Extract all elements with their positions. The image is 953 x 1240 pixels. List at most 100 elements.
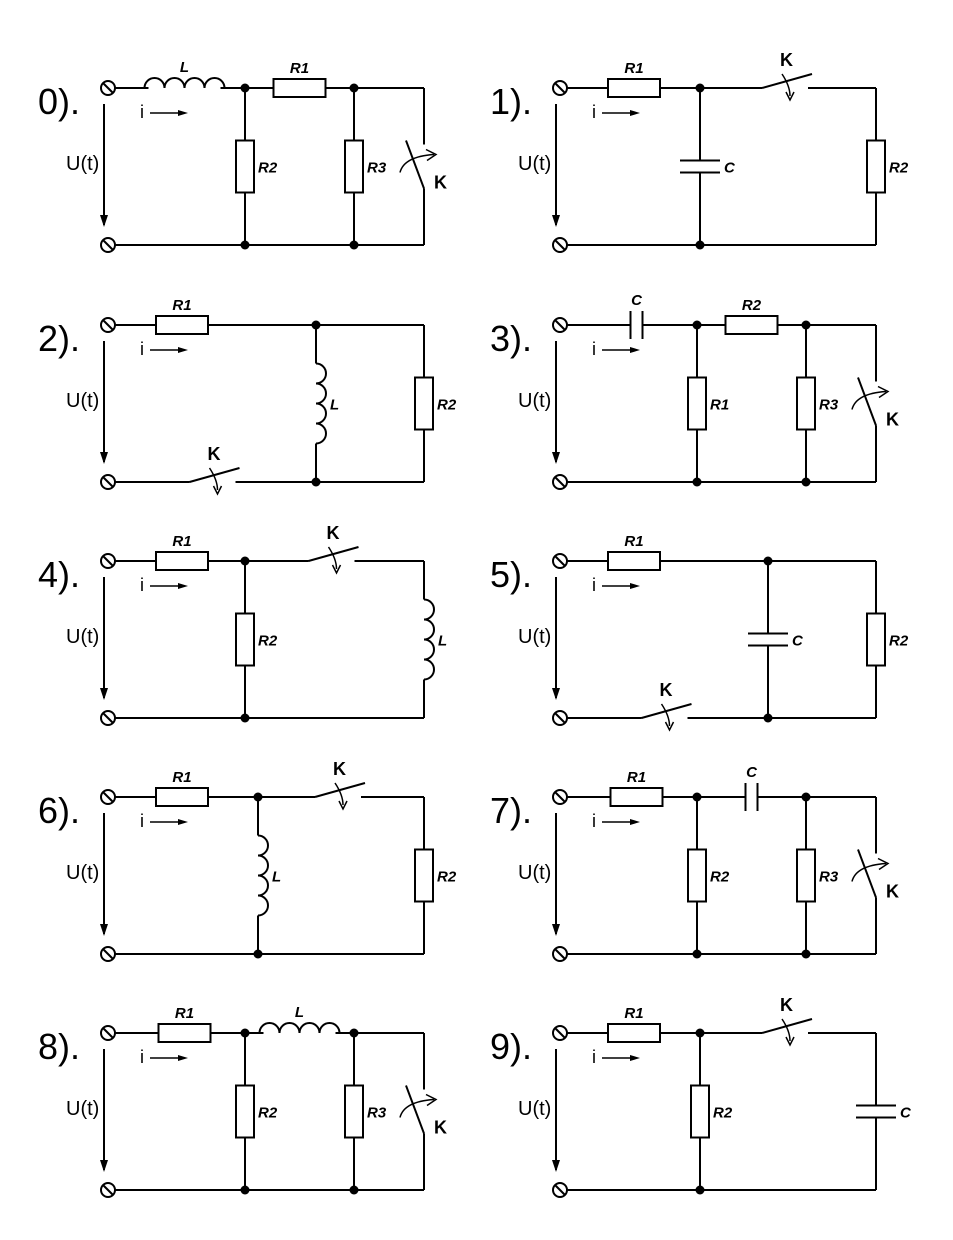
junction-node [349, 1028, 359, 1038]
resistor-label: R1 [175, 1005, 194, 1022]
resistor [687, 376, 707, 431]
terminal-slash [554, 239, 566, 251]
resistor [272, 78, 327, 98]
resistor-label: R2 [437, 869, 457, 886]
resistor [866, 139, 886, 194]
switch-arrowhead [212, 485, 223, 496]
current-arrowhead [178, 110, 188, 116]
switch-label: K [886, 410, 899, 430]
switch-arrowhead [425, 148, 438, 162]
current-label: i [140, 575, 144, 595]
terminal-slash [102, 82, 114, 94]
resistor [155, 551, 209, 571]
switch-label: K [333, 759, 346, 779]
voltage-arrowhead [100, 1160, 108, 1172]
voltage-label: U(t) [66, 390, 99, 412]
switch-arrow [851, 862, 887, 882]
resistor [235, 139, 255, 194]
capacitor-label: C [792, 633, 804, 650]
terminal-slash [554, 319, 566, 331]
voltage-arrowhead [552, 452, 560, 464]
resistor-label: R1 [172, 297, 191, 314]
junction-node [695, 1028, 705, 1038]
junction-node [240, 1028, 250, 1038]
switch-blade [189, 467, 240, 483]
resistor-label: R1 [627, 769, 646, 786]
terminal-slash [554, 555, 566, 567]
switch-arrow [334, 782, 344, 806]
resistor [866, 612, 886, 667]
resistor-label: R1 [290, 60, 309, 77]
current-label: i [592, 1047, 596, 1067]
voltage-label: U(t) [66, 153, 99, 175]
voltage-arrowhead [552, 688, 560, 700]
resistor-label: R2 [742, 297, 762, 314]
resistor-label: R1 [710, 397, 729, 414]
junction-node [692, 792, 702, 802]
switch-arrow [399, 1098, 435, 1118]
junction-node [695, 240, 705, 250]
inductor-label: L [180, 59, 189, 76]
circuit-title: 7). [490, 790, 532, 831]
current-label: i [592, 811, 596, 831]
voltage-arrowhead [552, 1160, 560, 1172]
circuit-title: 9). [490, 1026, 532, 1067]
voltage-label: U(t) [518, 1098, 551, 1120]
inductor-label: L [272, 869, 281, 886]
current-arrowhead [178, 583, 188, 589]
terminal-slash [554, 948, 566, 960]
switch-arrowhead [331, 564, 342, 575]
resistor-label: R2 [889, 633, 909, 650]
current-arrowhead [630, 110, 640, 116]
resistor [607, 1023, 661, 1043]
resistor [235, 612, 255, 667]
voltage-label: U(t) [518, 390, 551, 412]
circuit-title: 2). [38, 318, 80, 359]
current-arrowhead [630, 347, 640, 353]
circuit-title: 5). [490, 554, 532, 595]
switch-blade [405, 140, 425, 189]
voltage-arrowhead [552, 215, 560, 227]
resistor [796, 376, 816, 431]
switch-arrowhead [785, 1036, 795, 1047]
inductor [258, 1022, 341, 1034]
junction-node [240, 83, 250, 93]
switch-blade [308, 546, 359, 562]
circuit-title: 4). [38, 554, 80, 595]
junction-node [311, 477, 321, 487]
resistor [235, 1084, 255, 1139]
current-arrowhead [178, 1055, 188, 1061]
switch-arrowhead [877, 385, 890, 399]
terminal-slash [554, 791, 566, 803]
switch-blade [857, 377, 877, 426]
resistor-label: R2 [437, 397, 457, 414]
terminal-slash [102, 1027, 114, 1039]
switch-blade [761, 73, 813, 89]
switch-blade [761, 1018, 813, 1034]
resistor [690, 1084, 710, 1139]
voltage-arrowhead [100, 452, 108, 464]
terminal-slash [554, 1027, 566, 1039]
junction-node [253, 949, 263, 959]
junction-node [240, 713, 250, 723]
junction-node [763, 556, 773, 566]
resistor [155, 787, 209, 807]
voltage-label: U(t) [518, 153, 551, 175]
terminal-slash [102, 712, 114, 724]
resistor-label: R1 [624, 533, 643, 550]
current-label: i [592, 575, 596, 595]
terminal-slash [102, 476, 114, 488]
resistor-label: R2 [258, 160, 278, 177]
inductor [315, 362, 327, 445]
switch-blade [405, 1085, 425, 1134]
resistor-label: R2 [710, 869, 730, 886]
voltage-arrowhead [552, 924, 560, 936]
junction-node [240, 1185, 250, 1195]
current-label: i [140, 102, 144, 122]
